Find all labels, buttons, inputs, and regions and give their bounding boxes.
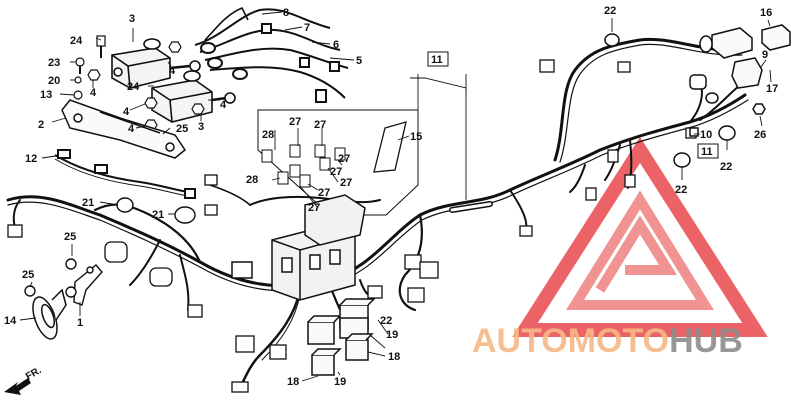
part-label: 7	[304, 22, 310, 34]
coil-bracket	[61, 99, 187, 159]
ignition-coil-upper	[111, 38, 201, 89]
fuse-detail-box	[257, 109, 419, 216]
part-label: 27	[340, 177, 352, 189]
reference-box	[427, 51, 719, 159]
part-label: 11	[431, 54, 443, 66]
part-label: 2	[38, 119, 44, 131]
part-label: 10	[700, 129, 712, 141]
direction-label: FR.	[24, 365, 44, 383]
fuse-box	[231, 194, 366, 301]
part-label: 25	[64, 231, 76, 243]
part-label: 9	[762, 49, 768, 61]
part-label: 4	[169, 65, 176, 77]
spark-plug-leads	[194, 6, 349, 103]
part-label: 27	[308, 202, 320, 214]
part-label: 17	[766, 83, 778, 95]
clip-21-icon	[116, 197, 196, 224]
horn-icon	[32, 288, 67, 340]
watermark-logo-icon	[512, 136, 768, 337]
part-label: 22	[380, 315, 392, 327]
part-label: 8	[283, 7, 289, 19]
part-label: 27	[338, 153, 350, 165]
part-label: 28	[262, 129, 274, 141]
part-label: 27	[289, 116, 301, 128]
part-label: 24	[127, 81, 140, 93]
part-label: 12	[25, 153, 37, 165]
part-label: 4	[220, 99, 227, 111]
part-label: 4	[90, 87, 97, 99]
part-label: 4	[123, 106, 130, 118]
part-label: 3	[129, 13, 135, 25]
harness-connectors	[7, 59, 697, 393]
relay-group	[307, 298, 376, 376]
part-label: 18	[388, 351, 400, 363]
part-label: 5	[356, 55, 362, 67]
svg-text:AUTOMOTOHUB: AUTOMOTOHUB	[472, 322, 743, 360]
part-label: 23	[48, 57, 60, 69]
watermark-text: AUTOMOTOHUB	[472, 322, 743, 360]
part-label: 18	[287, 376, 299, 388]
part-label: 21	[152, 209, 164, 221]
part-label: 19	[386, 329, 398, 341]
part-label: 6	[333, 39, 339, 51]
part-label: 22	[604, 5, 616, 17]
part-label: 1	[77, 317, 83, 329]
part-label: 3	[198, 121, 204, 133]
part-label: 27	[318, 187, 330, 199]
part-label: 27	[314, 119, 326, 131]
part-label: 27	[330, 166, 342, 178]
part-label: 26	[754, 129, 766, 141]
part-label: 19	[334, 376, 346, 388]
part-label: 21	[82, 197, 94, 209]
part-labels: 3 24 4 23 20 13 4 24 4 4 3 2 4 25 12 8 7…	[4, 5, 778, 388]
horn-bracket	[24, 258, 103, 306]
watermark-word-c: HUB	[669, 322, 743, 360]
front-direction-arrow-icon: FR.	[4, 365, 44, 395]
part-label: 4	[128, 123, 135, 135]
part-label: 15	[410, 131, 422, 143]
sub-harness	[54, 149, 196, 199]
part-label: 25	[176, 123, 188, 135]
part-label: 14	[4, 315, 17, 327]
part-label: 16	[760, 7, 772, 19]
leader-lines	[19, 11, 772, 382]
watermark-word-a: AUTO	[472, 322, 568, 360]
part-label: 25	[22, 269, 34, 281]
watermark-word-b: MOTO	[568, 322, 669, 360]
part-label: 11	[701, 146, 713, 158]
part-label: 22	[720, 161, 732, 173]
part-label: 22	[675, 184, 687, 196]
part-label: 28	[246, 174, 258, 186]
part-label: 24	[70, 35, 83, 47]
part-label: 13	[40, 89, 52, 101]
part-label: 20	[48, 75, 60, 87]
